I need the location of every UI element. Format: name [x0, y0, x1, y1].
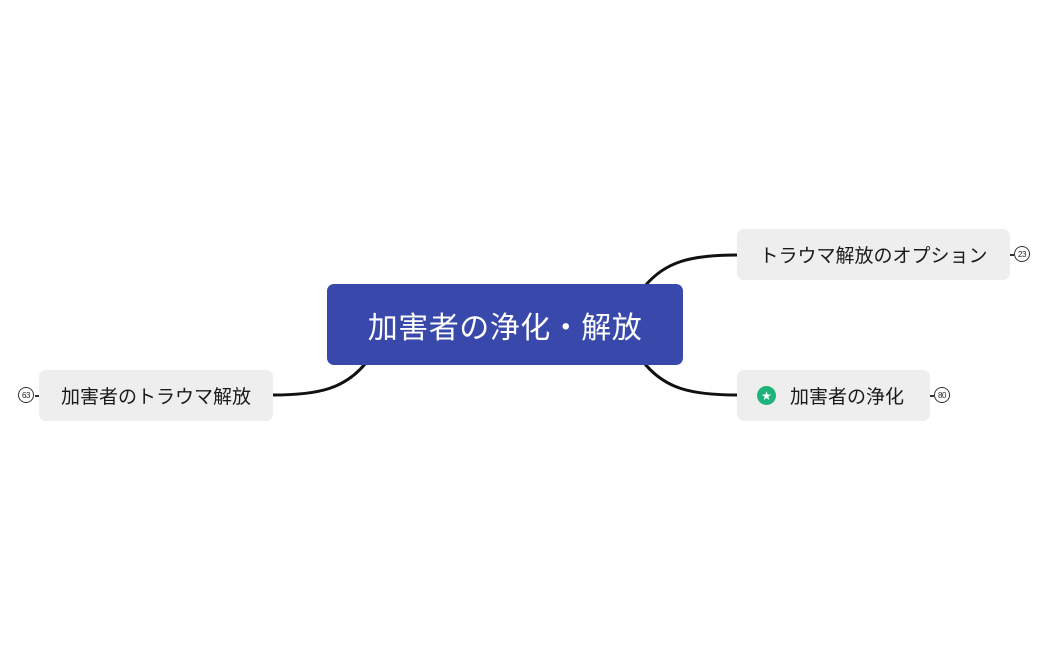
star-icon: ★: [756, 386, 776, 405]
collapse-connector: [1010, 254, 1014, 256]
topic-label: 加害者のトラウマ解放: [60, 386, 251, 408]
connector-to-options: [643, 253, 738, 287]
topic-trauma-release-options[interactable]: トラウマ解放のオプション: [737, 229, 1010, 280]
collapsed-count-badge[interactable]: 80: [934, 387, 950, 403]
connector-to-trauma: [272, 363, 367, 397]
topic-label: 加害者の浄化: [789, 386, 904, 408]
collapse-connector: [930, 395, 934, 397]
collapsed-count-badge[interactable]: 63: [18, 387, 34, 403]
central-topic-label: 加害者の浄化・解放: [367, 310, 643, 346]
topic-perpetrator-trauma-release[interactable]: 加害者のトラウマ解放: [39, 370, 273, 421]
badge-count: 63: [22, 390, 30, 400]
topic-label: トラウマ解放のオプション: [759, 245, 988, 267]
connector-to-purify: [643, 363, 738, 397]
central-topic[interactable]: 加害者の浄化・解放: [327, 284, 683, 365]
collapsed-count-badge[interactable]: 23: [1014, 246, 1030, 262]
badge-count: 80: [938, 390, 946, 400]
collapse-connector: [35, 395, 39, 397]
topic-perpetrator-purification[interactable]: ★ 加害者の浄化: [737, 370, 930, 421]
badge-count: 23: [1018, 249, 1026, 259]
